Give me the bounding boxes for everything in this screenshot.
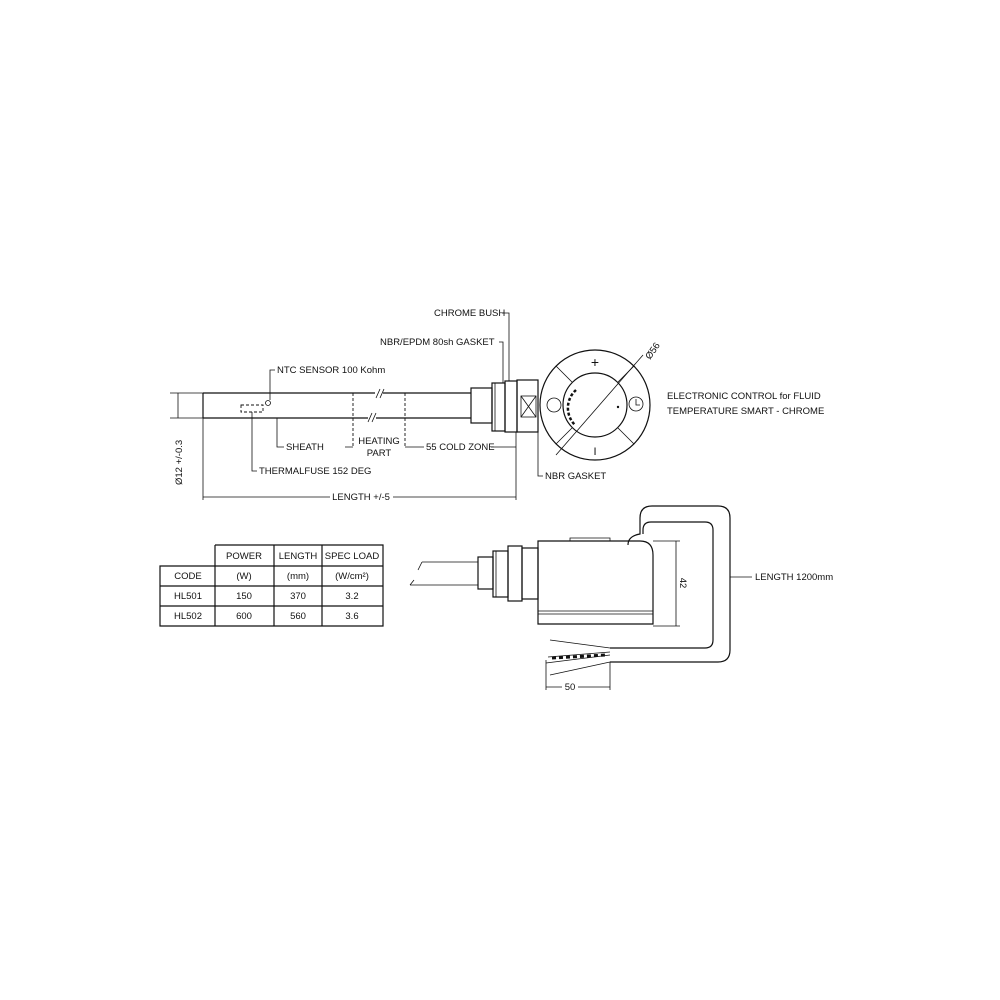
- table-cell: 150: [236, 591, 252, 602]
- break-mark: [367, 388, 385, 423]
- sheath-label: SHEATH: [286, 442, 324, 453]
- power-icon: [546, 397, 562, 413]
- control-description-line2: TEMPERATURE SMART - CHROME: [667, 406, 824, 417]
- control-diameter-label: Ø56: [643, 341, 662, 362]
- diameter-label: Ø12 +/-0.3: [174, 440, 185, 485]
- table-header: CODE: [174, 571, 201, 582]
- clock-icon: [628, 396, 644, 412]
- thermalfuse-mark: [240, 404, 264, 413]
- height-dim-label: 42: [677, 578, 688, 589]
- chrome-bush-label: CHROME BUSH: [434, 308, 505, 319]
- table-cell: HL501: [174, 591, 202, 602]
- spec-table: POWER LENGTH SPEC LOAD CODE (W) (mm) (W/…: [159, 544, 384, 627]
- cold-zone-label: 55 COLD ZONE: [426, 442, 495, 453]
- table-header: LENGTH: [279, 551, 318, 562]
- heating-part-label: HEATING: [358, 436, 400, 447]
- table-header: SPEC LOAD: [325, 551, 380, 562]
- table-cell: 600: [236, 611, 252, 622]
- cable-length-label: LENGTH 1200mm: [755, 572, 833, 583]
- hex-mark: [520, 395, 537, 418]
- heating-element-side-view: [202, 379, 539, 447]
- table-cell: HL502: [174, 611, 202, 622]
- table-cell: 370: [290, 591, 306, 602]
- plus-label: +: [591, 354, 599, 370]
- minus-label: I: [593, 446, 596, 458]
- table-cell: 3.2: [345, 591, 358, 602]
- control-side-view: 42 50 LENGTH 1200mm: [409, 505, 833, 693]
- length-label: LENGTH +/-5: [332, 492, 390, 503]
- table-header: POWER: [226, 551, 262, 562]
- gasket-80sh-label: NBR/EPDM 80sh GASKET: [380, 337, 495, 348]
- heating-part-label-2: PART: [367, 448, 392, 459]
- thermalfuse-label: THERMALFUSE 152 DEG: [259, 466, 371, 477]
- control-head-front-view: + I Ø56: [539, 341, 663, 461]
- table-unit: (mm): [287, 571, 309, 582]
- table-unit: (W/cm²): [335, 571, 369, 582]
- table-cell: 3.6: [345, 611, 358, 622]
- table-unit: (W): [236, 571, 251, 582]
- nbr-gasket-label: NBR GASKET: [545, 471, 606, 482]
- ntc-sensor-label: NTC SENSOR 100 Kohm: [277, 365, 385, 376]
- wire-dim-label: 50: [565, 682, 576, 693]
- control-description-line1: ELECTRONIC CONTROL for FLUID: [667, 391, 821, 402]
- ntc-sensor-mark: [265, 400, 271, 406]
- table-cell: 560: [290, 611, 306, 622]
